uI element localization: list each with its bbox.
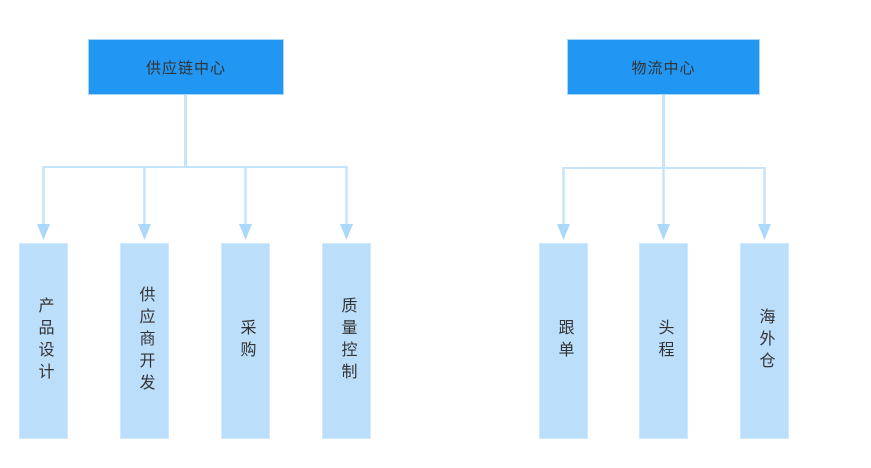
node-procurement: 采购 [221, 243, 270, 439]
node-label: 物流中心 [631, 59, 696, 77]
node-label: 供应链中心 [145, 59, 226, 77]
node-first-leg: 头程 [639, 243, 688, 439]
node-label: 跟单 [555, 319, 573, 363]
node-label: 头程 [655, 319, 673, 363]
arrow-down-icon [138, 224, 151, 240]
node-label: 采购 [237, 319, 255, 363]
connector-logistics [557, 94, 771, 240]
node-logistics-center: 物流中心 [567, 39, 760, 95]
node-product-design: 产品设计 [19, 243, 68, 439]
node-label: 供应商开发 [136, 286, 154, 396]
node-quality-control: 质量控制 [322, 243, 371, 439]
node-label: 质量控制 [338, 297, 356, 385]
node-supplier-development: 供应商开发 [120, 243, 169, 439]
node-label: 产品设计 [35, 297, 53, 385]
arrow-down-icon [557, 224, 570, 240]
arrow-down-icon [657, 224, 670, 240]
arrow-down-icon [37, 224, 50, 240]
node-overseas-warehouse: 海外仓 [740, 243, 789, 439]
node-order-follow-up: 跟单 [539, 243, 588, 439]
arrow-down-icon [340, 224, 353, 240]
node-label: 海外仓 [756, 308, 774, 374]
node-supply-chain-center: 供应链中心 [88, 39, 284, 95]
connector-supply-chain [37, 95, 353, 240]
arrow-down-icon [758, 224, 771, 240]
arrow-down-icon [239, 224, 252, 240]
